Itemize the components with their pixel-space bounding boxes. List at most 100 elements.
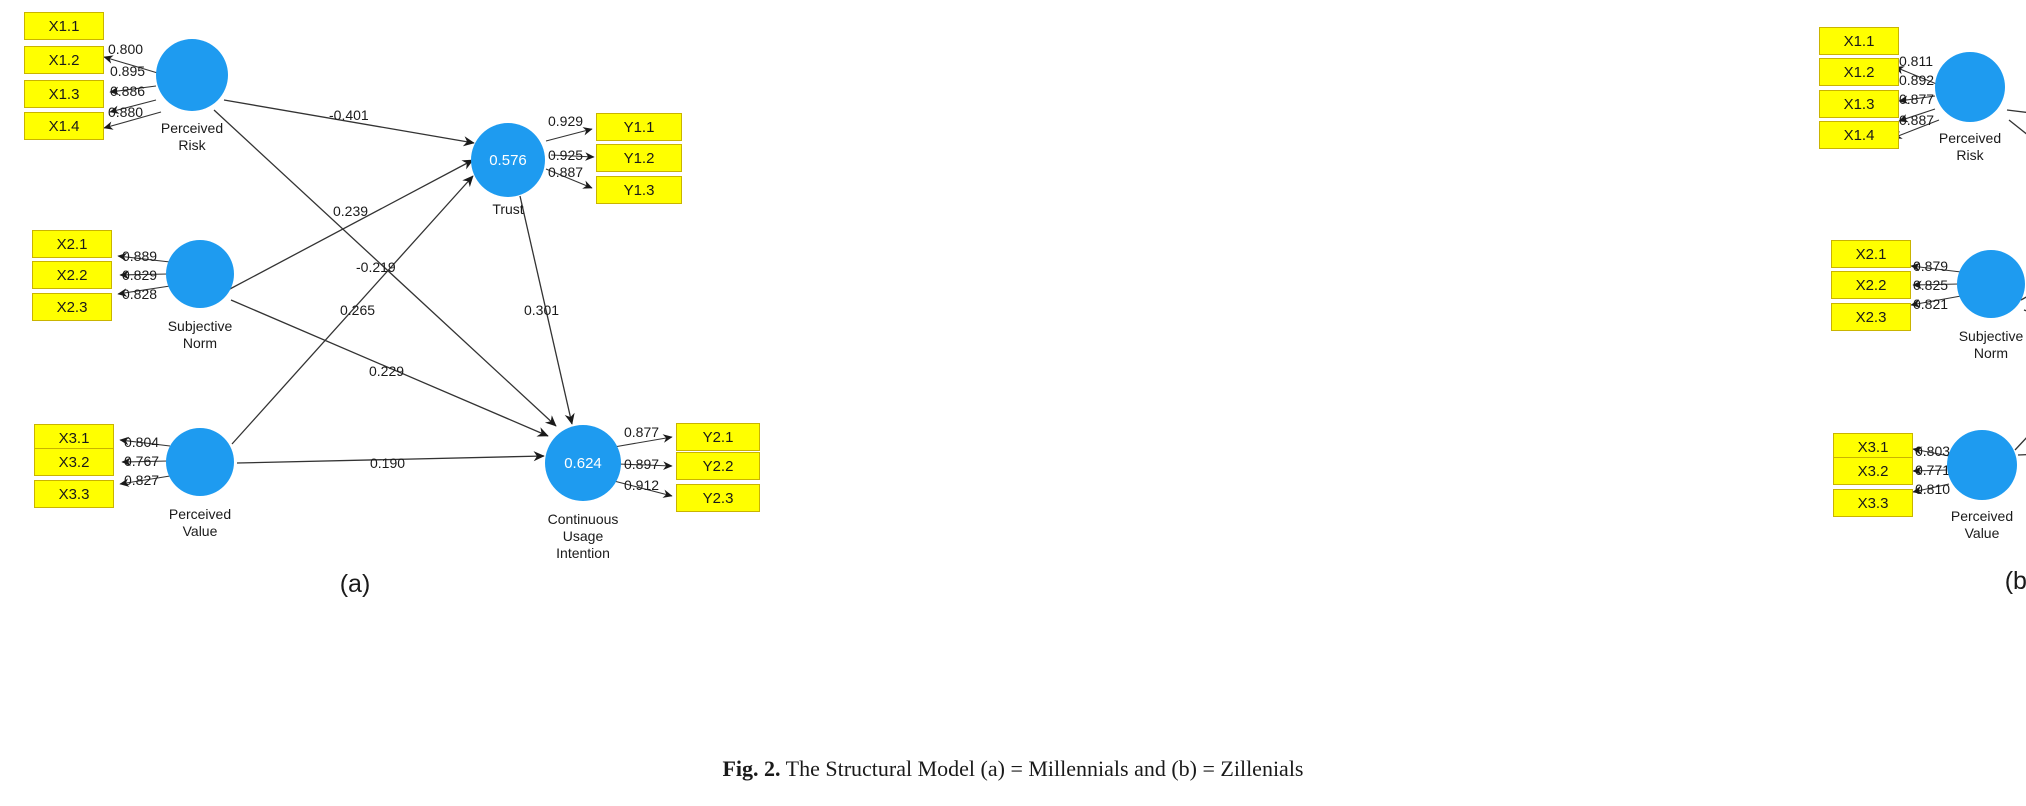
indicator-label: X3.2 — [58, 453, 90, 471]
loading-value: 0.821 — [1913, 296, 1949, 312]
panel-b-connectors — [1892, 66, 2026, 495]
indicator-label: X2.2 — [56, 266, 88, 284]
indicator-box: X3.2 — [1833, 457, 1913, 485]
indicator-label: Y2.1 — [702, 428, 734, 446]
latent-label-subjective-norm: Subjective Norm — [1958, 328, 2024, 362]
loading-value: 0.887 — [548, 164, 584, 180]
loading-value: 0.828 — [122, 286, 158, 302]
path-coefficient: 0.190 — [370, 455, 406, 471]
indicator-label: X1.3 — [1843, 95, 1875, 113]
indicator-box: X1.4 — [24, 112, 104, 140]
indicator-box: Y1.2 — [596, 144, 682, 172]
indicator-label: X2.2 — [1855, 276, 1887, 294]
loading-value: 0.895 — [110, 63, 146, 79]
latent-label-subjective-norm: Subjective Norm — [167, 318, 233, 352]
panel-b-caption: (b) — [2004, 567, 2026, 595]
loading-value: 0.897 — [624, 456, 660, 472]
latent-perceived-risk — [156, 39, 228, 111]
loading-value: 0.889 — [122, 248, 158, 264]
indicator-box: X3.1 — [34, 424, 114, 452]
indicator-label: X2.1 — [1855, 245, 1887, 263]
loading-value: 0.880 — [108, 104, 144, 120]
loading-value: 0.810 — [1915, 481, 1951, 497]
latent-label-trust: Trust — [492, 201, 524, 217]
indicator-box: X2.3 — [32, 293, 112, 321]
indicator-box: X1.4 — [1819, 121, 1899, 149]
latent-label-continuous-usage-intention: Continuous Usage Intention — [547, 511, 619, 562]
loading-value: 0.877 — [1899, 91, 1935, 107]
indicator-box: X2.2 — [32, 261, 112, 289]
indicator-box: X2.1 — [1831, 240, 1911, 268]
r-square-value: 0.576 — [489, 151, 527, 169]
loading-value: 0.887 — [1899, 112, 1935, 128]
indicator-box: X2.3 — [1831, 303, 1911, 331]
indicator-box: Y2.1 — [676, 423, 760, 451]
loading-value: 0.771 — [1915, 462, 1951, 478]
indicator-label: Y1.1 — [623, 118, 655, 136]
path-coefficient: 0.301 — [524, 302, 560, 318]
indicator-label: X1.2 — [1843, 63, 1875, 81]
panel-a-caption: (a) — [339, 570, 371, 598]
loading-value: 0.811 — [1899, 53, 1933, 69]
figure-caption: Fig. 2. The Structural Model (a) = Mille… — [0, 756, 2026, 782]
indicator-label: X1.1 — [48, 17, 80, 35]
path-coefficient: -0.401 — [329, 107, 369, 123]
loading-value: 0.800 — [108, 41, 144, 57]
indicator-box: X3.3 — [34, 480, 114, 508]
indicator-label: X2.1 — [56, 235, 88, 253]
figure-caption-text: The Structural Model (a) = Millennials a… — [780, 756, 1304, 781]
indicator-box: X1.3 — [1819, 90, 1899, 118]
loading-value: 0.829 — [122, 267, 158, 283]
loading-value: 0.877 — [624, 424, 660, 440]
latent-perceived-value — [166, 428, 234, 496]
latent-subjective-norm — [1957, 250, 2025, 318]
panel-zillenials: X1.1 X1.2 X1.3 X1.4 0.811 0.892 0.877 0.… — [1013, 0, 2026, 806]
latent-perceived-risk — [1935, 52, 2005, 122]
indicator-box: X1.1 — [24, 12, 104, 40]
loading-value: 0.879 — [1913, 258, 1949, 274]
loading-value: 0.929 — [548, 113, 584, 129]
loading-value: 0.827 — [124, 472, 160, 488]
indicator-box: X2.1 — [32, 230, 112, 258]
indicator-label: X3.3 — [1857, 494, 1889, 512]
indicator-label: Y2.2 — [702, 457, 734, 475]
indicator-box: X2.2 — [1831, 271, 1911, 299]
indicator-label: X1.4 — [1843, 126, 1875, 144]
indicator-label: X3.1 — [1857, 438, 1889, 456]
latent-continuous-usage-intention: 0.624 — [545, 425, 621, 501]
latent-label-perceived-value: Perceived Value — [1950, 508, 2014, 542]
indicator-box: Y1.1 — [596, 113, 682, 141]
panel-millennials: X1.1 X1.2 X1.3 X1.4 0.800 0.895 0.886 0.… — [24, 12, 760, 598]
loading-value: 0.886 — [110, 83, 146, 99]
figure-caption-bold: Fig. 2. — [722, 756, 781, 781]
path-coefficient: 0.229 — [369, 363, 405, 379]
indicator-label: Y2.3 — [702, 489, 734, 507]
indicator-box: X3.2 — [34, 448, 114, 476]
loading-value: 0.825 — [1913, 277, 1949, 293]
loading-value: 0.912 — [624, 477, 660, 493]
path-coefficient: 0.239 — [333, 203, 369, 219]
indicator-box: X1.1 — [1819, 27, 1899, 55]
r-square-value: 0.624 — [564, 454, 602, 472]
latent-subjective-norm — [166, 240, 234, 308]
indicator-box: Y1.3 — [596, 176, 682, 204]
latent-label-perceived-risk: Perceived Risk — [160, 120, 224, 154]
panel-a-connectors — [103, 55, 673, 498]
loading-value: 0.767 — [124, 453, 160, 469]
indicator-box: X1.2 — [24, 46, 104, 74]
loading-value: 0.925 — [548, 147, 584, 163]
indicator-box: X3.1 — [1833, 433, 1913, 461]
indicator-label: X1.4 — [48, 117, 80, 135]
indicator-label: Y1.3 — [623, 181, 655, 199]
indicator-label: X1.1 — [1843, 32, 1875, 50]
indicator-label: X3.1 — [58, 429, 90, 447]
indicator-label: X2.3 — [1855, 308, 1887, 326]
indicator-label: X3.2 — [1857, 462, 1889, 480]
loading-value: 0.803 — [1915, 443, 1951, 459]
indicator-label: X3.3 — [58, 485, 90, 503]
path-coefficient: -0.219 — [356, 259, 396, 275]
indicator-box: X3.3 — [1833, 489, 1913, 517]
latent-label-perceived-value: Perceived Value — [168, 506, 232, 540]
loading-value: 0.892 — [1899, 72, 1935, 88]
indicator-box: Y2.2 — [676, 452, 760, 480]
